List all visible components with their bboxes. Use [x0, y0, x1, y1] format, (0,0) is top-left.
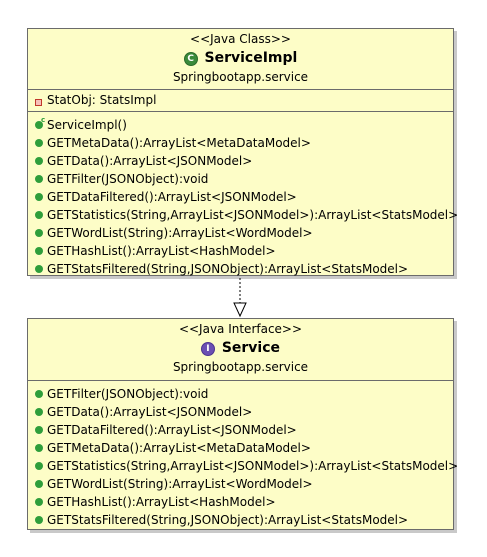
operation-row[interactable]: GETFilter(JSONObject):void [33, 385, 453, 403]
operation-row[interactable]: GETData():ArrayList<JSONModel> [33, 403, 453, 421]
public-method-icon [33, 439, 47, 457]
public-method-icon [33, 206, 47, 224]
operation-text: GETFilter(JSONObject):void [47, 387, 209, 401]
class-operations-compartment: c ServiceImpl() GETMetaData():ArrayList<… [28, 112, 458, 278]
public-method-icon [33, 475, 47, 493]
operation-text: GETHashList():ArrayList<HashModel> [47, 495, 276, 509]
operation-text: GETHashList():ArrayList<HashModel> [47, 244, 276, 258]
public-method-icon [33, 385, 47, 403]
constructor-row[interactable]: c ServiceImpl() [33, 116, 453, 134]
class-attributes-compartment: StatObj: StatsImpl [28, 90, 453, 112]
operation-text: GETStatsFiltered(String,JSONObject):Arra… [47, 262, 409, 276]
operation-row[interactable]: GETData():ArrayList<JSONModel> [33, 152, 453, 170]
operation-row[interactable]: GETDataFiltered():ArrayList<JSONModel> [33, 421, 453, 439]
interface-name: Service [221, 340, 281, 356]
operation-text: GETWordList(String):ArrayList<WordModel> [47, 226, 313, 240]
realization-arrowhead [233, 302, 247, 318]
operation-row[interactable]: GETHashList():ArrayList<HashModel> [33, 242, 453, 260]
public-method-icon [33, 457, 47, 475]
operation-text: GETData():ArrayList<JSONModel> [47, 405, 253, 419]
java-class-icon: C [183, 52, 198, 66]
public-method-icon [33, 170, 47, 188]
operation-row[interactable]: GETStatsFiltered(String,JSONObject):Arra… [33, 260, 453, 278]
class-package: Springbootapp.service [172, 70, 309, 84]
public-method-icon [33, 152, 47, 170]
operation-row[interactable]: GETWordList(String):ArrayList<WordModel> [33, 224, 453, 242]
public-method-icon [33, 242, 47, 260]
java-interface-icon: I [200, 342, 215, 356]
operation-text: GETMetaData():ArrayList<MetaDataModel> [47, 136, 311, 150]
public-method-icon [33, 188, 47, 206]
attribute-text: StatObj: StatsImpl [47, 93, 157, 107]
public-method-icon [33, 403, 47, 421]
class-name-row: C ServiceImpl [28, 49, 453, 68]
operation-row[interactable]: GETStatsFiltered(String,JSONObject):Arra… [33, 511, 453, 529]
interface-header: <<Java Interface>> I Service Springboota… [28, 319, 453, 381]
operation-text: GETStatsFiltered(String,JSONObject):Arra… [47, 513, 409, 527]
operation-text: GETDataFiltered():ArrayList<JSONModel> [47, 190, 297, 204]
operation-row[interactable]: GETMetaData():ArrayList<MetaDataModel> [33, 439, 453, 457]
interface-package: Springbootapp.service [172, 360, 309, 374]
class-serviceimpl-box[interactable]: <<Java Class>> C ServiceImpl Springboota… [27, 28, 458, 278]
operation-text: GETDataFiltered():ArrayList<JSONModel> [47, 423, 297, 437]
public-method-icon [33, 224, 47, 242]
public-method-icon [33, 511, 47, 529]
operation-row[interactable]: GETFilter(JSONObject):void [33, 170, 453, 188]
operation-text: GETData():ArrayList<JSONModel> [47, 154, 253, 168]
public-method-icon [33, 421, 47, 439]
constructor-icon: c [33, 116, 47, 134]
operation-text: GETStatistics(String,ArrayList<JSONModel… [47, 208, 459, 222]
class-stereotype: <<Java Class>> [190, 32, 291, 46]
public-method-icon [33, 493, 47, 511]
operation-text: GETFilter(JSONObject):void [47, 172, 209, 186]
class-name: ServiceImpl [204, 50, 298, 66]
operation-text: GETMetaData():ArrayList<MetaDataModel> [47, 441, 311, 455]
operation-row[interactable]: GETMetaData():ArrayList<MetaDataModel> [33, 134, 453, 152]
interface-service-box[interactable]: <<Java Interface>> I Service Springboota… [27, 318, 458, 530]
interface-stereotype: <<Java Interface>> [178, 322, 303, 336]
operation-text: GETStatistics(String,ArrayList<JSONModel… [47, 459, 459, 473]
constructor-text: ServiceImpl() [47, 118, 127, 132]
operation-row[interactable]: GETDataFiltered():ArrayList<JSONModel> [33, 188, 453, 206]
public-method-icon [33, 260, 47, 278]
private-field-icon [33, 92, 47, 110]
operation-row[interactable]: GETWordList(String):ArrayList<WordModel> [33, 475, 453, 493]
operation-row[interactable]: GETHashList():ArrayList<HashModel> [33, 493, 453, 511]
attribute-row[interactable]: StatObj: StatsImpl [33, 90, 453, 111]
operation-text: GETWordList(String):ArrayList<WordModel> [47, 477, 313, 491]
class-header: <<Java Class>> C ServiceImpl Springboota… [28, 29, 453, 90]
operation-row[interactable]: GETStatistics(String,ArrayList<JSONModel… [33, 457, 458, 475]
public-method-icon [33, 134, 47, 152]
interface-name-row: I Service [28, 339, 453, 358]
operation-row[interactable]: GETStatistics(String,ArrayList<JSONModel… [33, 206, 458, 224]
